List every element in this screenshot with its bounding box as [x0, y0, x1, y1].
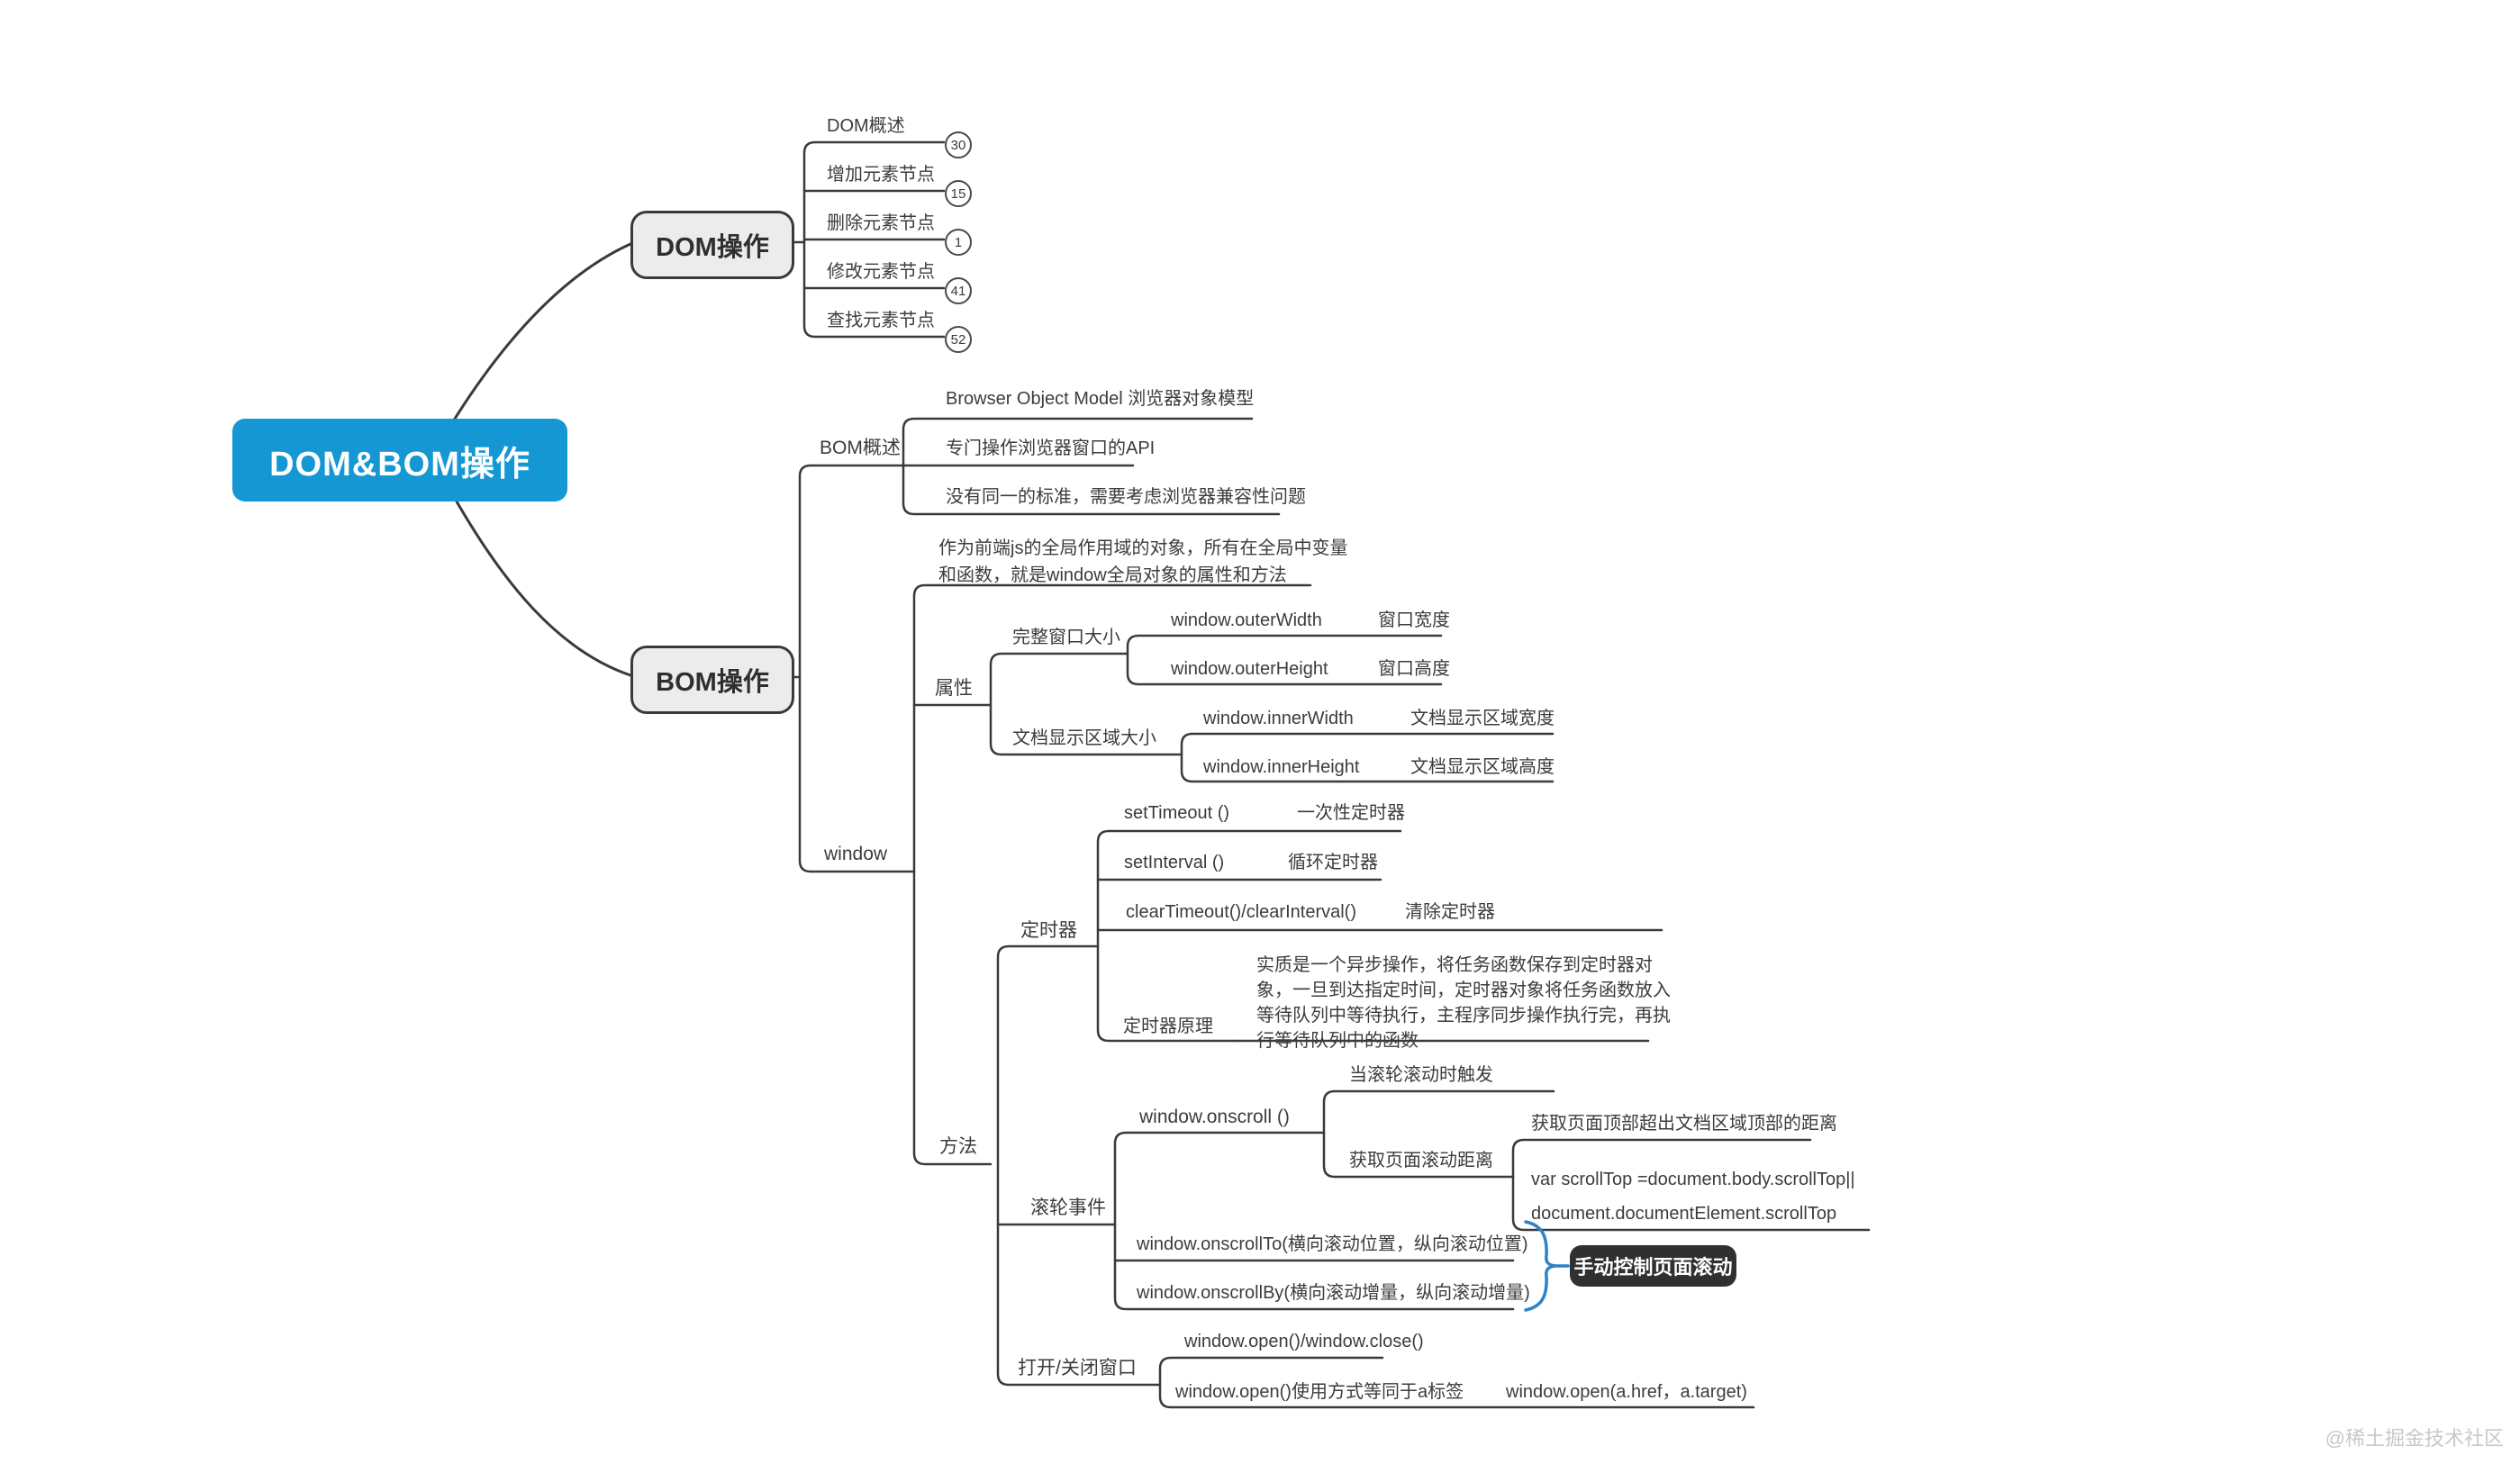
- onscroll-node[interactable]: window.onscroll (): [1139, 1107, 1290, 1127]
- count-badge[interactable]: 52: [945, 326, 972, 353]
- count-badge[interactable]: 30: [945, 131, 972, 158]
- count-badge[interactable]: 1: [945, 229, 972, 256]
- innerwidth-code[interactable]: window.innerWidth: [1203, 709, 1354, 728]
- open-usage-code[interactable]: window.open(a.href，a.target): [1506, 1382, 1747, 1402]
- dom-child-find[interactable]: 查找元素节点: [827, 311, 935, 330]
- dom-child-delete[interactable]: 删除元素节点: [827, 213, 935, 233]
- scrolltop-code[interactable]: var scrollTop =document.body.scrollTop||…: [1531, 1170, 1855, 1224]
- innerheight-desc[interactable]: 文档显示区域高度: [1410, 757, 1555, 777]
- innerheight-code[interactable]: window.innerHeight: [1203, 757, 1360, 777]
- doc-area-size[interactable]: 文档显示区域大小: [1012, 728, 1156, 748]
- open-usage[interactable]: window.open()使用方式等同于a标签: [1175, 1382, 1464, 1402]
- scroll-event-node[interactable]: 滚轮事件: [1030, 1197, 1106, 1218]
- watermark: @稀土掘金技术社区: [2325, 1427, 2504, 1450]
- onscroll-trigger[interactable]: 当滚轮滚动时触发: [1349, 1065, 1493, 1085]
- count-badge[interactable]: 15: [945, 180, 972, 207]
- open-close-node[interactable]: 打开/关闭窗口: [1018, 1358, 1137, 1378]
- full-window-size[interactable]: 完整窗口大小: [1012, 628, 1120, 647]
- open-close-code[interactable]: window.open()/window.close(): [1184, 1332, 1424, 1351]
- edge-root-bom: [455, 500, 632, 677]
- branch-bom[interactable]: BOM操作: [630, 646, 794, 714]
- outerheight-desc[interactable]: 窗口高度: [1378, 659, 1450, 679]
- window-description[interactable]: 作为前端js的全局作用域的对象，所有在全局中变量 和函数，就是window全局对…: [938, 538, 1348, 585]
- outerwidth-desc[interactable]: 窗口宽度: [1378, 610, 1450, 630]
- scroll-distance-desc[interactable]: 获取页面顶部超出文档区域顶部的距离: [1531, 1114, 1837, 1134]
- setinterval-code[interactable]: setInterval (): [1124, 853, 1225, 872]
- settimeout-desc[interactable]: 一次性定时器: [1297, 803, 1405, 823]
- dom-child-overview[interactable]: DOM概述: [827, 116, 905, 136]
- timer-principle-text[interactable]: 实质是一个异步操作，将任务函数保存到定时器对 象，一旦到达指定时间，定时器对象将…: [1256, 955, 1671, 1051]
- innerwidth-desc[interactable]: 文档显示区域宽度: [1410, 709, 1555, 728]
- bom-overview-item[interactable]: 专门操作浏览器窗口的API: [946, 438, 1156, 458]
- bom-overview[interactable]: BOM概述: [820, 438, 901, 458]
- outerwidth-code[interactable]: window.outerWidth: [1171, 610, 1322, 630]
- dom-child-add[interactable]: 增加元素节点: [827, 165, 935, 185]
- props-node[interactable]: 属性: [935, 678, 973, 699]
- settimeout-code[interactable]: setTimeout (): [1124, 803, 1230, 823]
- edge-root-dom: [453, 242, 632, 420]
- dom-child-modify[interactable]: 修改元素节点: [827, 262, 935, 282]
- outerheight-code[interactable]: window.outerHeight: [1171, 659, 1328, 679]
- scroll-distance[interactable]: 获取页面滚动距离: [1349, 1151, 1493, 1170]
- window-node[interactable]: window: [824, 844, 888, 864]
- scroll-summary-pill[interactable]: 手动控制页面滚动: [1570, 1245, 1736, 1287]
- setinterval-desc[interactable]: 循环定时器: [1288, 853, 1378, 872]
- timer-node[interactable]: 定时器: [1020, 920, 1077, 941]
- count-badge[interactable]: 41: [945, 277, 972, 304]
- branch-dom[interactable]: DOM操作: [630, 211, 794, 279]
- bom-overview-item[interactable]: Browser Object Model 浏览器对象模型: [946, 389, 1255, 409]
- cleartimer-desc[interactable]: 清除定时器: [1405, 902, 1495, 922]
- onscrollby-node[interactable]: window.onscrollBy(横向滚动增量，纵向滚动增量): [1137, 1283, 1530, 1303]
- onscrollto-node[interactable]: window.onscrollTo(横向滚动位置，纵向滚动位置): [1137, 1234, 1528, 1254]
- bom-overview-item[interactable]: 没有同一的标准，需要考虑浏览器兼容性问题: [946, 487, 1306, 507]
- root-topic[interactable]: DOM&BOM操作: [232, 419, 567, 502]
- timer-principle[interactable]: 定时器原理: [1123, 1017, 1213, 1036]
- cleartimer-code[interactable]: clearTimeout()/clearInterval(): [1126, 902, 1356, 922]
- methods-node[interactable]: 方法: [939, 1136, 977, 1157]
